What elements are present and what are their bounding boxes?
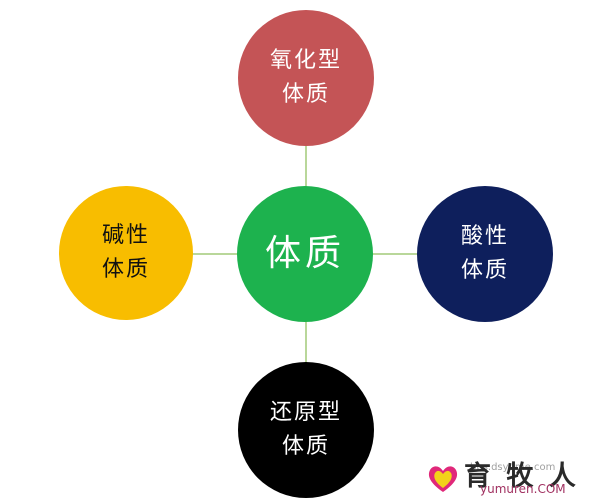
connector-right [371,253,419,255]
connector-bottom [305,320,307,364]
node-label-line: 氧化型 [269,47,342,73]
node-oxidative-constitution: 氧化型 体质 [238,10,374,146]
connector-top [305,144,307,188]
center-label: 体质 [264,233,345,275]
heart-logo-icon [428,466,458,492]
node-alkaline-constitution: 碱性 体质 [59,186,193,320]
node-label-line: 还原型 [269,399,342,425]
node-label-line: 体质 [460,258,509,283]
node-center-constitution: 体质 [237,186,373,322]
node-label-line: 酸性 [460,223,509,249]
site-watermark: bbs.dsyume.com 育 牧 人 yumuren.COM [418,452,600,500]
connector-left [191,253,239,255]
node-acidic-constitution: 酸性 体质 [417,186,553,322]
watermark-small-url: bbs.dsyume.com [470,462,556,473]
node-reductive-constitution: 还原型 体质 [238,362,374,498]
watermark-title: 育 牧 人 [464,461,579,492]
node-label-line: 体质 [281,82,330,107]
node-label-line: 体质 [101,257,150,282]
node-label-line: 体质 [281,434,330,459]
node-label-line: 碱性 [101,222,150,248]
watermark-url: yumuren.COM [480,482,566,496]
